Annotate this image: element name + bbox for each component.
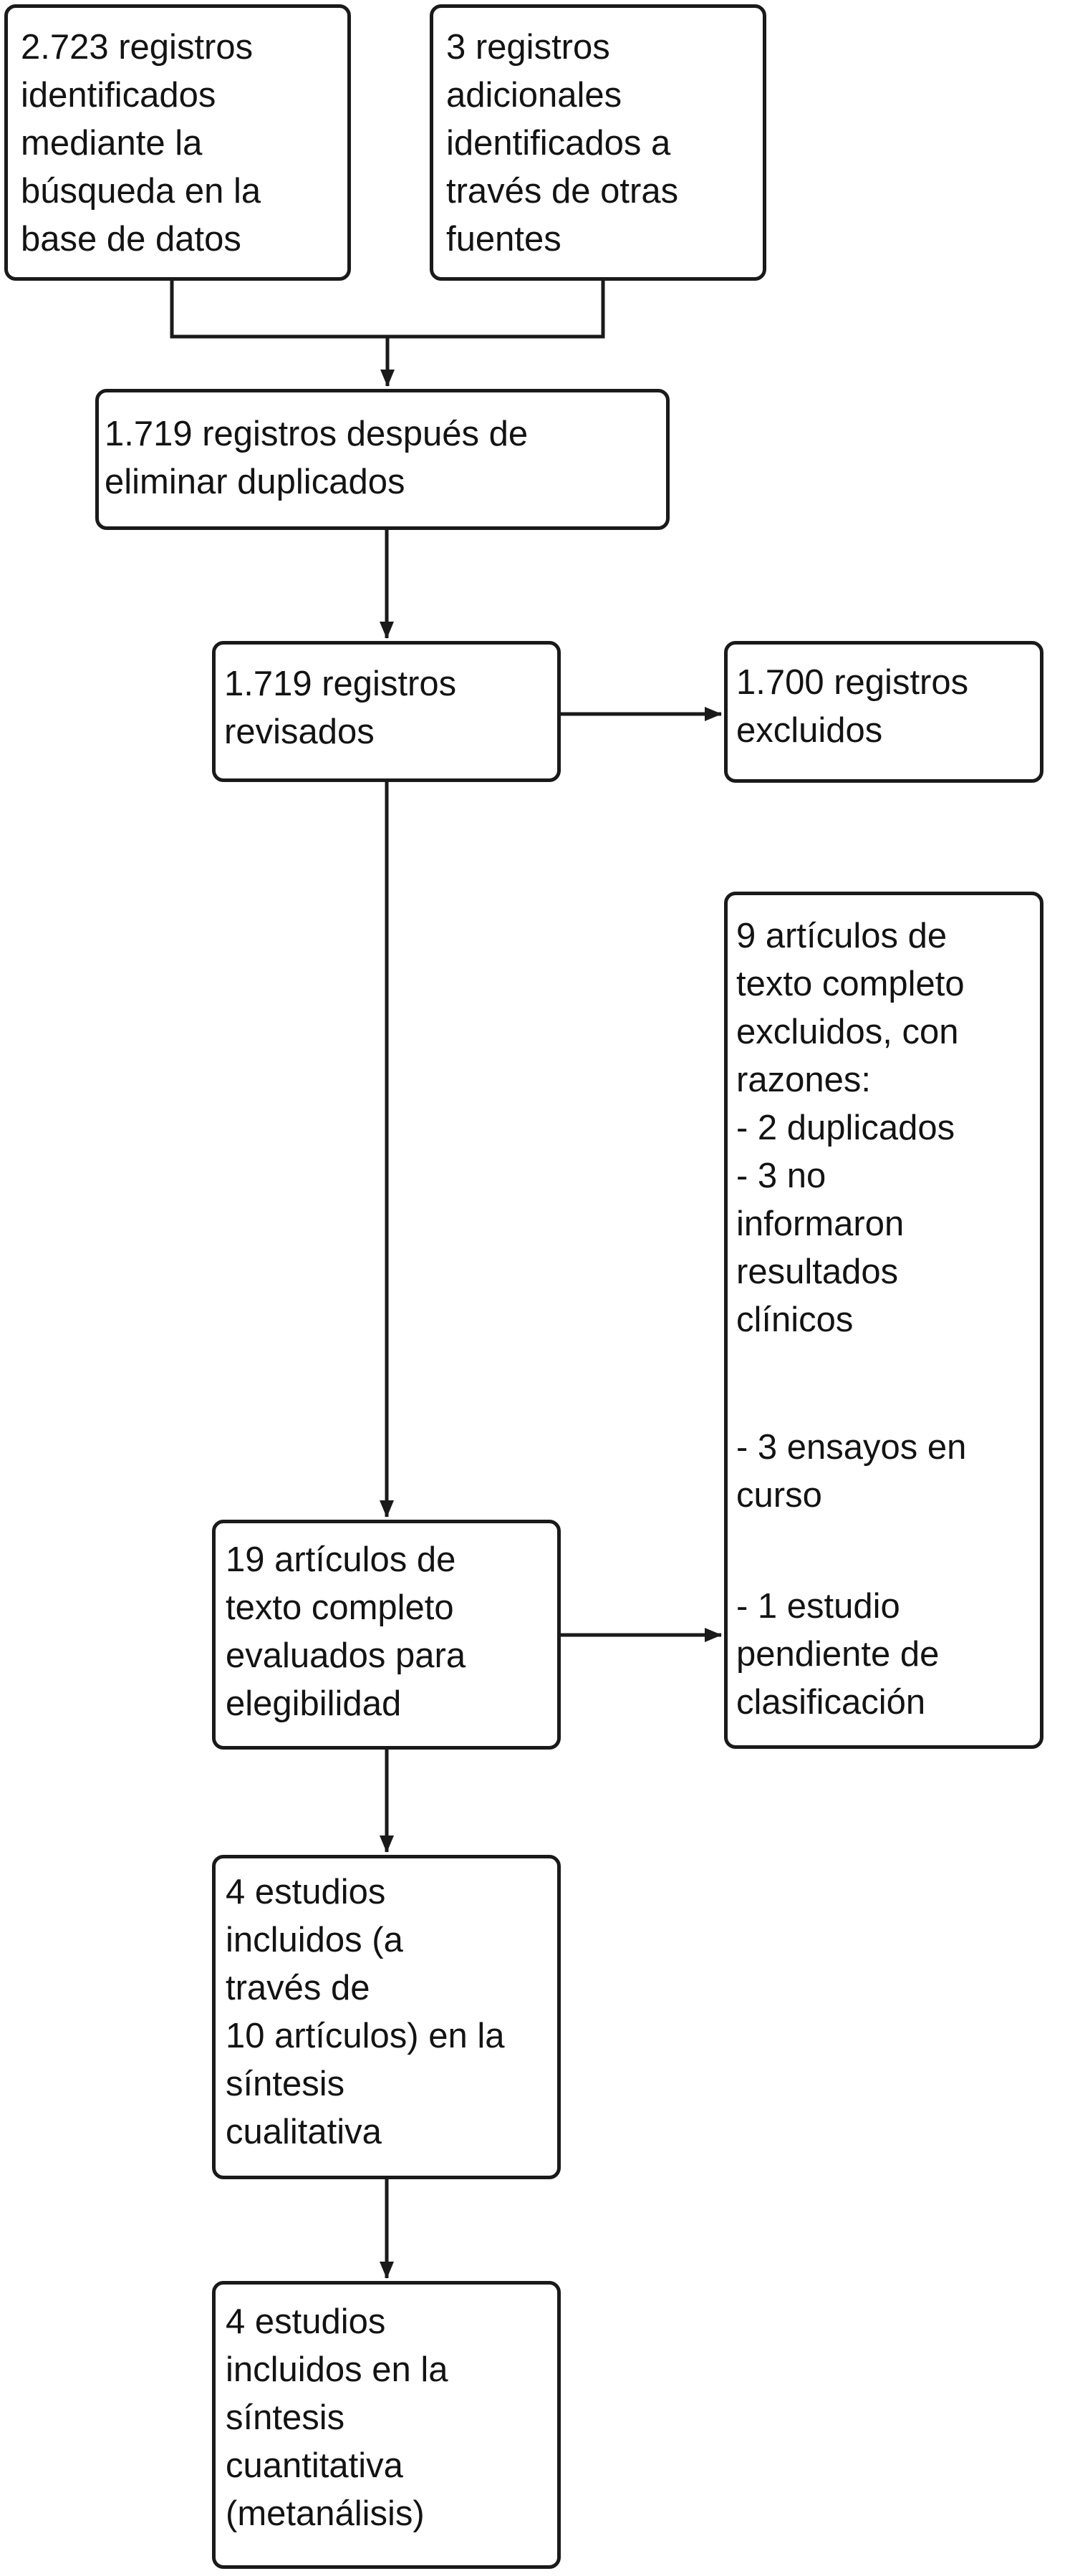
exclusion-reason-pending-classification: - 1 estudio pendiente de clasificación (736, 1587, 940, 1722)
box-text: 1.700 registros excluidos (736, 663, 969, 750)
box-text: 1.719 registros revisados (224, 665, 457, 751)
box-records-screened: 1.719 registros revisados (212, 641, 561, 782)
box-records-excluded: 1.700 registros excluidos (724, 641, 1043, 783)
box-text: 4 estudios incluidos (a través de 10 art… (226, 1873, 505, 2151)
box-additional-records-other-sources: 3 registros adicionales identificados a … (430, 4, 766, 281)
box-fulltext-articles-assessed: 19 artículos de texto completo evaluados… (212, 1520, 561, 1750)
exclusion-reason-ongoing-trials: - 3 ensayos en curso (736, 1428, 967, 1515)
box-fulltext-articles-excluded-reasons: 9 artículos de texto completo excluidos,… (724, 892, 1043, 1749)
exclusion-reasons-main: 9 artículos de texto completo excluidos,… (736, 917, 965, 1339)
box-text: 1.719 registros después de eliminar dupl… (105, 415, 529, 501)
box-text: 4 estudios incluidos en la síntesis cuan… (226, 2302, 448, 2533)
box-records-after-duplicates-removed: 1.719 registros después de eliminar dupl… (95, 389, 670, 530)
box-text: 3 registros adicionales identificados a … (446, 28, 679, 259)
box-text: 19 artículos de texto completo evaluados… (226, 1540, 466, 1723)
box-records-identified-database: 2.723 registros identificados mediante l… (4, 4, 351, 281)
box-studies-qualitative-synthesis: 4 estudios incluidos (a través de 10 art… (212, 1855, 561, 2179)
box-studies-quantitative-synthesis: 4 estudios incluidos en la síntesis cuan… (212, 2281, 561, 2569)
box-text: 2.723 registros identificados mediante l… (21, 28, 261, 259)
